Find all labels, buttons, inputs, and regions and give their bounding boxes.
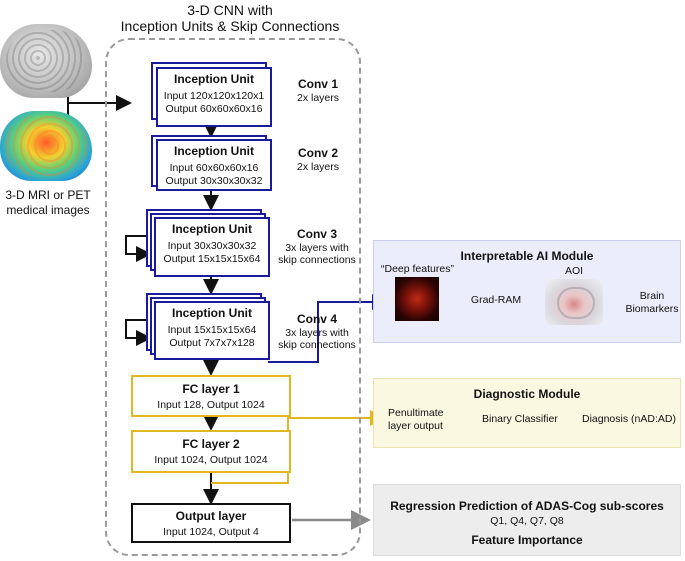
- arrow-conv4-ai: [268, 294, 388, 363]
- skip-loop-conv3: [125, 235, 152, 262]
- inception-input: Input 30x30x30x32: [167, 240, 257, 252]
- deep-features-image: [395, 277, 439, 321]
- fc-title: FC layer 2: [182, 437, 240, 451]
- aoi-label: AOI: [564, 265, 584, 277]
- diagnostic-module: [373, 378, 681, 448]
- regression-module: [373, 484, 681, 556]
- inception-title: Inception Unit: [172, 222, 252, 236]
- conv-name: Conv 2: [297, 146, 338, 160]
- pet-brain-image: [0, 111, 92, 181]
- penultimate-label: Penultimate layer output: [388, 407, 452, 433]
- input-caption: 3-D MRI or PET medical images: [0, 188, 96, 218]
- inception-title: Inception Unit: [174, 144, 254, 158]
- biomarkers-line-1: Brain: [639, 290, 665, 302]
- binary-classifier-label: Binary Classifier: [482, 413, 558, 425]
- conv3-label: Conv 3 3x layers with skip connections: [274, 228, 360, 266]
- output-title: Output layer: [175, 509, 247, 523]
- penultimate-line-2: layer output: [388, 420, 443, 432]
- biomarkers-line-2: Biomarkers: [625, 303, 679, 315]
- output-io: Input 1024, Output 4: [163, 526, 259, 538]
- aoi-brain-image: [545, 279, 603, 325]
- diagnostic-module-title: Diagnostic Module: [473, 387, 581, 401]
- conv1-label: Conv 1 2x layers: [277, 78, 359, 104]
- inception-output: Output 30x30x30x32: [165, 175, 263, 187]
- inception-unit-conv4: Inception Unit Input 15x15x15x64 Output …: [154, 301, 270, 360]
- conv4-label: Conv 4 3x layers with skip connections: [274, 313, 360, 351]
- conv-desc-1: 3x layers with: [285, 327, 349, 339]
- conv-desc-2: skip connections: [278, 254, 356, 266]
- fc-io: Input 1024, Output 1024: [154, 454, 268, 466]
- penultimate-line-1: Penultimate: [388, 407, 444, 419]
- regression-title: Regression Prediction of ADAS-Cog sub-sc…: [390, 499, 664, 513]
- inception-output: Output 7x7x7x128: [169, 337, 255, 349]
- title-line-2: Inception Units & Skip Connections: [120, 18, 340, 34]
- inception-title: Inception Unit: [174, 72, 254, 86]
- adas-cog-scores: Q1, Q4, Q7, Q8: [490, 515, 564, 527]
- feature-importance-label: Feature Importance: [471, 533, 583, 547]
- diagram-title: 3-D CNN with Inception Units & Skip Conn…: [95, 2, 365, 34]
- conv-name: Conv 4: [296, 312, 337, 326]
- grad-ram-label: Grad-RAM: [470, 294, 522, 306]
- conv-name: Conv 1: [297, 77, 338, 91]
- inception-input: Input 120x120x120x1: [163, 90, 265, 102]
- caption-line-2: medical images: [6, 203, 90, 217]
- inception-unit-conv3: Inception Unit Input 30x30x30x32 Output …: [154, 217, 270, 277]
- output-layer: Output layer Input 1024, Output 4: [131, 503, 291, 543]
- mri-brain-image: [0, 24, 92, 98]
- conv-desc-2: skip connections: [278, 339, 356, 351]
- brain-biomarkers-label: Brain Biomarkers: [622, 290, 682, 316]
- inception-input: Input 15x15x15x64: [167, 324, 257, 336]
- diagnosis-label: Diagnosis (nAD:AD): [582, 413, 676, 425]
- conv-desc: 2x layers: [296, 161, 339, 173]
- inception-unit-conv2: Inception Unit Input 60x60x60x16 Output …: [156, 139, 272, 191]
- fc-layer-2: FC layer 2 Input 1024, Output 1024: [131, 430, 291, 473]
- fc-title: FC layer 1: [182, 382, 240, 396]
- ai-module-title: Interpretable AI Module: [460, 249, 594, 263]
- caption-line-1: 3-D MRI or PET: [5, 188, 91, 202]
- cnn-container: [105, 38, 361, 556]
- deep-features-label: “Deep features”: [381, 263, 454, 275]
- inception-output: Output 15x15x15x64: [163, 253, 261, 265]
- fc-io: Input 128, Output 1024: [157, 399, 265, 411]
- title-line-1: 3-D CNN with: [187, 2, 273, 18]
- conv-desc: 2x layers: [296, 92, 339, 104]
- inception-input: Input 60x60x60x16: [169, 162, 259, 174]
- fc-layer-1: FC layer 1 Input 128, Output 1024: [131, 375, 291, 417]
- inception-title: Inception Unit: [172, 306, 252, 320]
- conv-name: Conv 3: [296, 227, 337, 241]
- skip-loop-conv4: [125, 319, 152, 346]
- inception-output: Output 60x60x60x16: [165, 103, 263, 115]
- conv2-label: Conv 2 2x layers: [277, 147, 359, 173]
- conv-desc-1: 3x layers with: [285, 242, 349, 254]
- inception-unit-conv1: Inception Unit Input 120x120x120x1 Outpu…: [156, 67, 272, 127]
